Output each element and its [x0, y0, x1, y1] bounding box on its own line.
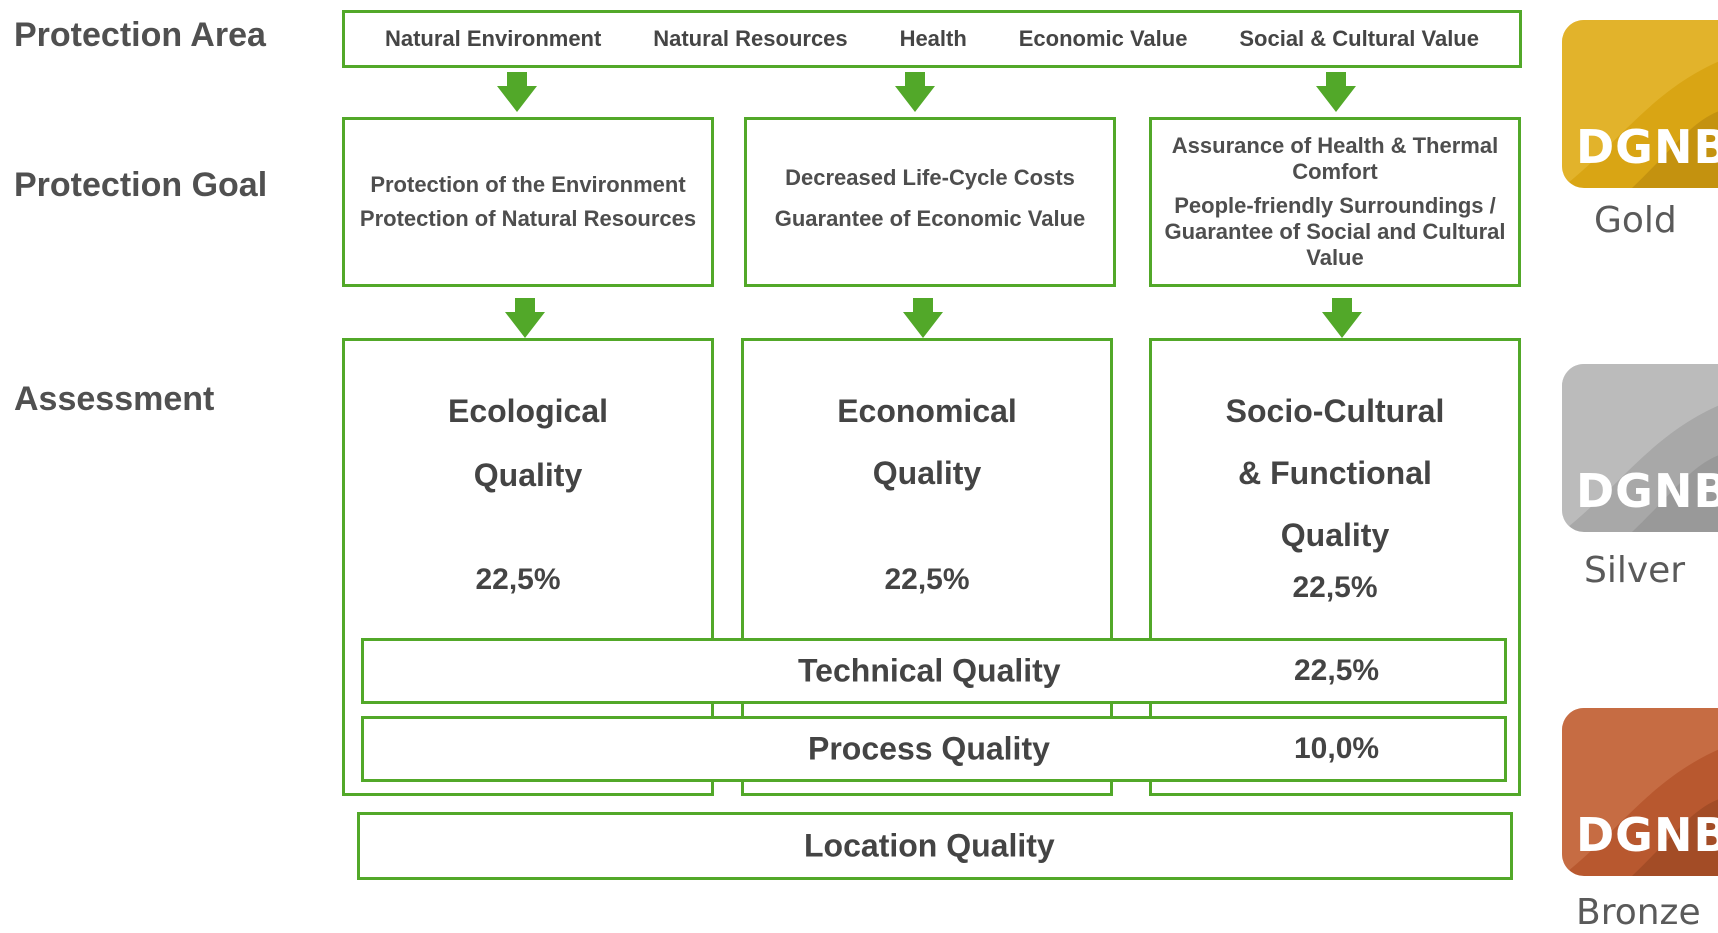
assessment-percent: 22,5% — [475, 563, 561, 596]
goal-box-environment: Protection of the Environment Protection… — [342, 117, 714, 287]
location-quality-bar: Location Quality — [357, 812, 1513, 880]
row-label-assessment: Assessment — [14, 380, 215, 418]
assessment-title: & Functional — [1238, 455, 1432, 491]
badge-logo: DGNB — [1576, 464, 1718, 518]
goal-box-economic: Decreased Life-Cycle Costs Guarantee of … — [744, 117, 1116, 287]
assessment-percent: 22,5% — [884, 563, 970, 596]
dgnb-bronze-badge: DGNB — [1562, 708, 1718, 876]
badge-label: Gold — [1594, 200, 1677, 241]
goal-text: Protection of the Environment — [370, 172, 686, 197]
badge-label: Silver — [1584, 550, 1686, 591]
badge-logo: DGNB — [1576, 808, 1718, 862]
arrow-down-icon — [903, 298, 943, 338]
assessment-title: Socio-Cultural — [1225, 393, 1445, 429]
bar-percent: 10,0% — [1294, 732, 1380, 765]
dgnb-gold-badge: DGNB — [1562, 20, 1718, 188]
row-label-protection-area: Protection Area — [14, 16, 266, 54]
badge-background — [1562, 364, 1718, 532]
protection-areas-bar: Natural Environment Natural Resources He… — [342, 10, 1522, 68]
area-social-cultural-value: Social & Cultural Value — [1239, 26, 1479, 51]
goal-text: Decreased Life-Cycle Costs — [785, 165, 1075, 190]
technical-quality-bar: Technical Quality 22,5% — [361, 638, 1507, 704]
assessment-title: Quality — [473, 457, 583, 493]
area-economic-value: Economic Value — [1018, 26, 1188, 51]
goal-text: Assurance of Health & Thermal Comfort — [1171, 133, 1499, 184]
badge-logo: DGNB — [1576, 120, 1718, 174]
goal-text: Guarantee of Economic Value — [774, 206, 1086, 231]
bar-percent: 22,5% — [1294, 654, 1380, 687]
arrow-down-icon — [505, 298, 545, 338]
assessment-title: Quality — [872, 455, 982, 491]
badge-label: Bronze — [1576, 892, 1701, 933]
goal-text: People-friendly Surroundings / Guarantee… — [1164, 193, 1506, 270]
goal-box-social: Assurance of Health & Thermal Comfort Pe… — [1149, 117, 1521, 287]
assessment-title: Ecological — [447, 393, 609, 429]
assessment-percent: 22,5% — [1292, 571, 1378, 604]
assessment-title: Economical — [837, 393, 1017, 429]
area-natural-resources: Natural Resources — [653, 26, 848, 51]
arrow-down-icon — [1322, 298, 1362, 338]
area-natural-environment: Natural Environment — [384, 26, 602, 51]
badge-background — [1562, 20, 1718, 188]
arrow-down-icon — [497, 72, 537, 112]
bar-title: Process Quality — [808, 730, 1050, 767]
area-health: Health — [899, 26, 967, 51]
arrow-down-icon — [895, 72, 935, 112]
goal-text: Protection of Natural Resources — [359, 206, 697, 231]
assessment-title: Quality — [1280, 517, 1390, 553]
row-label-protection-goal: Protection Goal — [14, 166, 268, 204]
badge-background — [1562, 708, 1718, 876]
process-quality-bar: Process Quality 10,0% — [361, 716, 1507, 782]
bar-title: Location Quality — [804, 827, 1055, 864]
arrow-down-icon — [1316, 72, 1356, 112]
bar-title: Technical Quality — [798, 652, 1061, 689]
dgnb-silver-badge: DGNB — [1562, 364, 1718, 532]
